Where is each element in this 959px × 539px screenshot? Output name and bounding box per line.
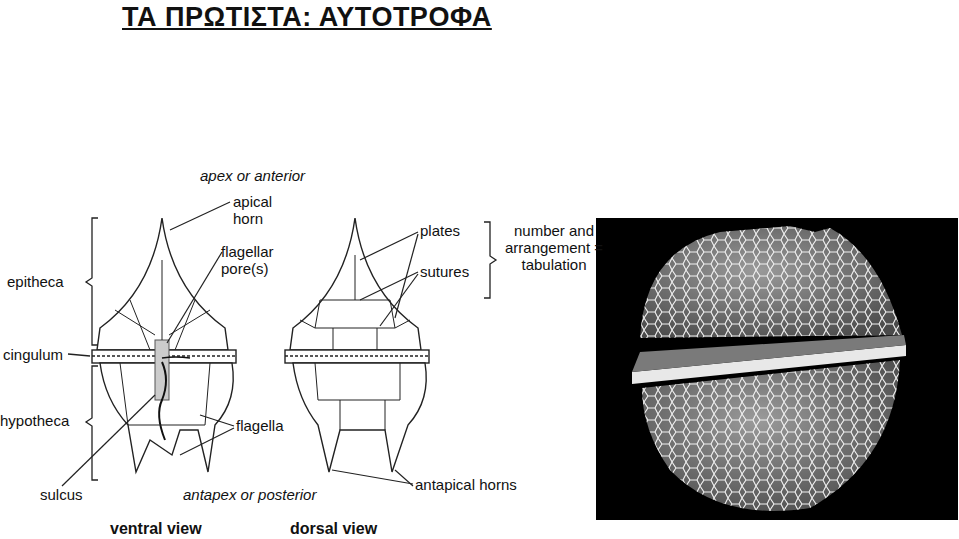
part-label: apex or anterior	[200, 167, 305, 184]
part-label: apical horn	[233, 193, 293, 227]
page-title: ΤΑ ΠΡΩΤΙΣΤΑ: ΑΥΤΟΤΡΟΦΑ	[122, 2, 492, 33]
part-label: flagella	[236, 417, 284, 434]
part-label: ventral view	[110, 520, 202, 537]
part-label: flagellar pore(s)	[221, 243, 301, 277]
part-label: cingulum	[3, 346, 63, 363]
part-label: epitheca	[7, 273, 64, 290]
ventral-cell	[92, 218, 236, 472]
part-label: plates	[420, 222, 460, 239]
leader-line	[62, 202, 418, 486]
bracket	[68, 218, 496, 480]
part-label: antapical horns	[415, 476, 517, 493]
part-label: antapex or posterior	[183, 486, 316, 503]
part-label: number and arrangement = tabulation	[502, 222, 606, 273]
part-label: dorsal view	[290, 520, 377, 537]
part-label: sulcus	[40, 486, 83, 503]
micrograph	[596, 218, 958, 520]
part-label: sutures	[420, 263, 469, 280]
part-label: hypotheca	[0, 412, 69, 429]
dorsal-cell	[285, 218, 429, 472]
